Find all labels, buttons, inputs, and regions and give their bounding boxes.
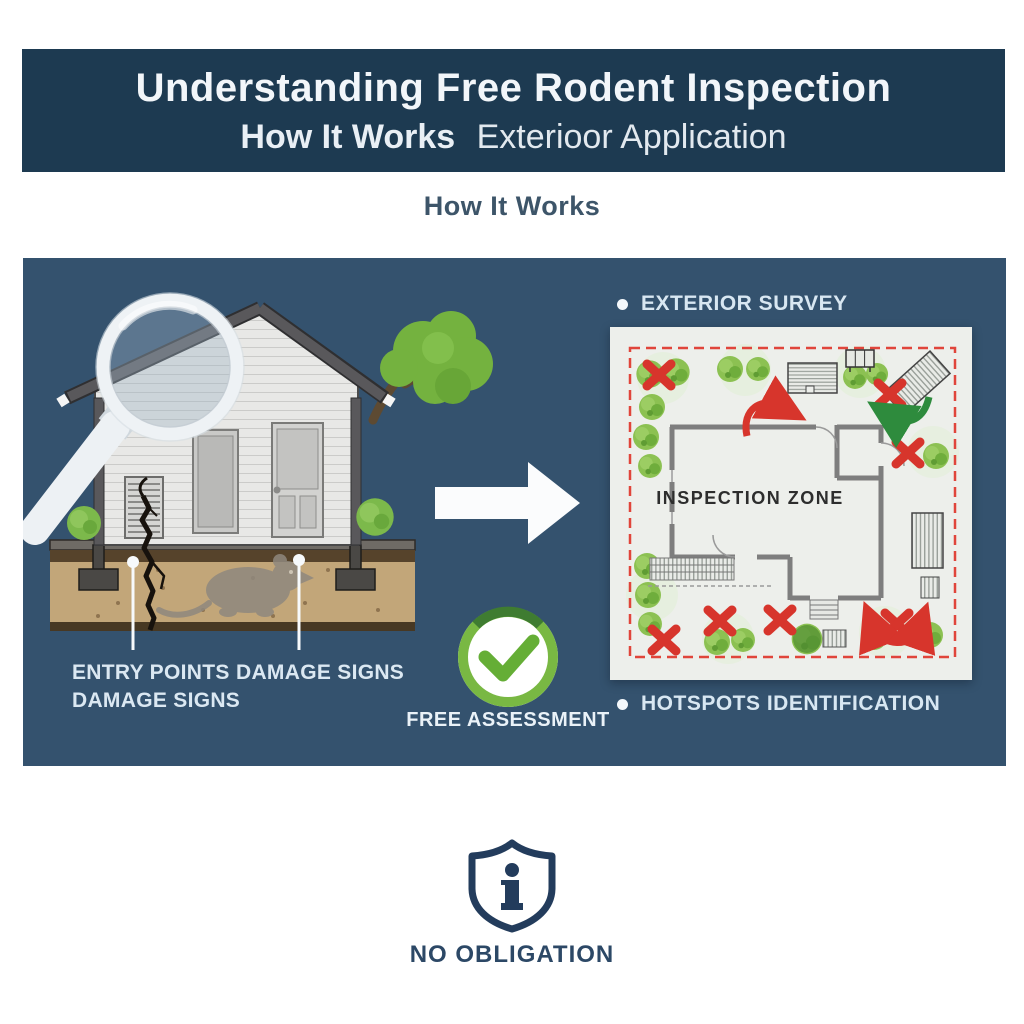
hotspots-label: HOTSPOTS IDENTIFICATION [641, 692, 941, 715]
bush-icons [633, 356, 949, 655]
foundation-piers [78, 544, 376, 591]
door [271, 422, 324, 538]
bullet-dot-icon [617, 298, 628, 310]
hotspots-row: HOTSPOTS IDENTIFICATION [617, 692, 940, 716]
callout-lines [127, 554, 305, 650]
house-icon [56, 301, 396, 546]
green-arrow-icon [867, 396, 933, 448]
section-heading: How It Works [423, 191, 601, 221]
entry-points-label: ENTRY POINTS DAMAGE SIGNS [72, 659, 240, 715]
bush-icon [67, 506, 101, 540]
process-arrow-icon [435, 462, 580, 544]
window [192, 429, 239, 534]
damage-signs-label: DAMAGE SIGNS [236, 661, 405, 684]
entry-points-line1: ENTRY POINTS [72, 661, 230, 684]
subtitle: How It Works Exterioor Application [22, 118, 1005, 157]
floor-plan-panel: INSPECTION ZONE [610, 327, 972, 680]
stairs [648, 557, 839, 620]
bullet-dot-icon [617, 698, 628, 710]
subtitle-rest: Exterioor Application [476, 118, 787, 156]
checkmark-circle-icon [458, 606, 558, 707]
exterior-survey-label: EXTERIOR SURVEY [641, 292, 848, 315]
free-assessment-label: FREE ASSESSMENT [406, 709, 610, 731]
magnifier-icon [23, 292, 245, 545]
dashed-inspection-border [628, 346, 957, 659]
red-arrow-icon [742, 375, 807, 437]
tree-icon [368, 311, 493, 425]
subtitle-bold: How It Works [240, 118, 456, 156]
main-title: Understanding Free Rodent Inspection [135, 66, 892, 110]
main-panel: ENTRY POINTS DAMAGE SIGNS DAMAGE SIGNS F… [23, 258, 1006, 766]
title-banner: Understanding Free Rodent Inspection How… [22, 49, 1005, 172]
no-obligation-label: NO OBLIGATION [409, 941, 615, 968]
rodent-icon [156, 554, 314, 618]
crack-icon [138, 476, 166, 631]
inspection-zone-label: INSPECTION ZONE [656, 488, 844, 508]
floor-plan: INSPECTION ZONE [626, 344, 959, 664]
shield-info-icon [460, 836, 564, 934]
red-double-arrow-icon [859, 601, 936, 656]
entry-points-line2: DAMAGE SIGNS [72, 689, 241, 712]
vent [124, 476, 164, 539]
exterior-survey-row: EXTERIOR SURVEY [617, 292, 848, 316]
grill-icon [845, 349, 875, 372]
bush-icon [356, 498, 394, 536]
house-scene-illustration [23, 292, 580, 707]
